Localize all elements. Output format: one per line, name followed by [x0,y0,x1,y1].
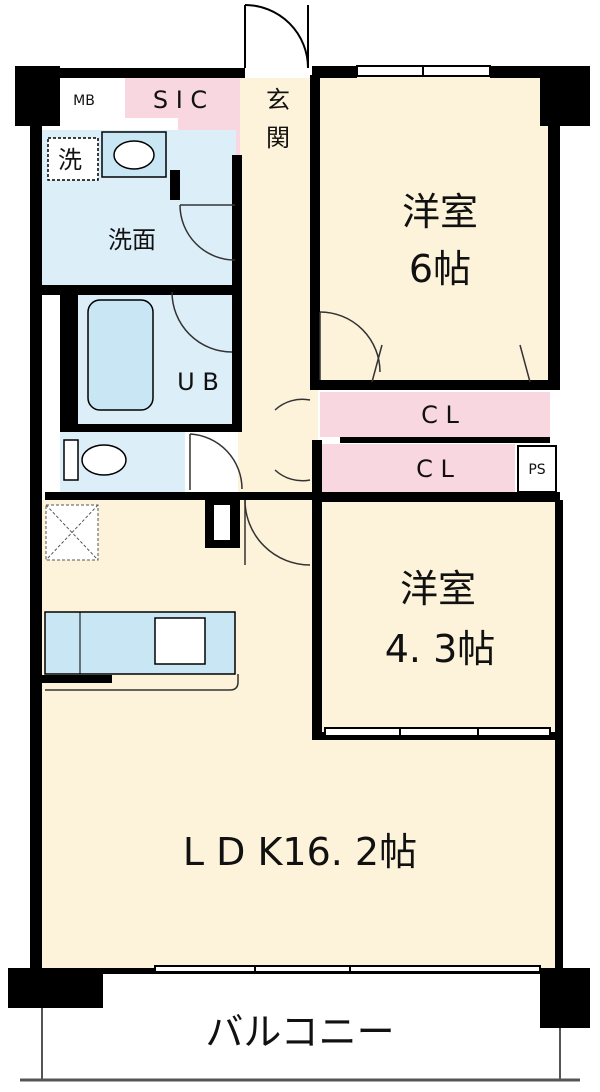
washroom-label: 洗面 [108,226,156,254]
washer-label: 洗 [58,146,82,174]
ps-label: PS [528,462,545,478]
entrance-fill [240,78,312,156]
toilet-tank [63,439,79,481]
western-room-6-fill [318,75,560,385]
entrance-door [244,4,309,69]
kitchen-sink [154,617,206,665]
door-swings [171,204,531,566]
sic-fill [125,78,240,118]
western-room-43-size: 4. 3帖 [385,627,496,671]
entrance-label-1: 玄 [266,86,290,114]
mb-label: MB [73,93,95,109]
sic-label: S I C [153,86,207,114]
balcony-area [20,970,580,1080]
entrance-label-2: 関 [266,124,290,152]
western-room-6-name: 洋室 [402,190,478,234]
ps-box [517,445,557,493]
western-room-6-size: 6帖 [409,247,471,291]
toilet-bowl [81,444,127,476]
closet-upper-fill [320,392,550,437]
balcony-label: バルコニー [205,1010,394,1054]
closet-lower-fill [320,444,515,492]
bathtub [87,299,154,411]
corridor-fill [238,155,318,500]
closet-upper-label: C L [421,401,459,429]
fixtures [44,131,239,691]
closet-lower-label: C L [416,455,454,483]
washer-pan [47,137,99,181]
bath-label: U B [177,368,219,396]
western-room-43-fill [320,500,558,732]
western-room-43-name: 洋室 [400,567,476,611]
windows [154,65,551,973]
ldk-label: L D K16. 2帖 [183,830,417,874]
kitchen-counter [44,611,236,675]
